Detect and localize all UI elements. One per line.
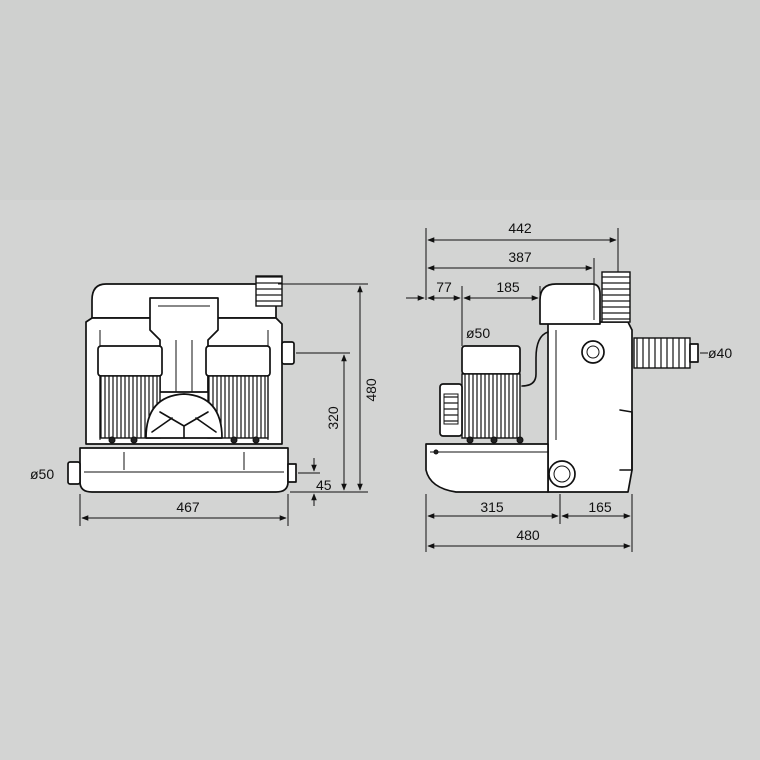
front-right-motor-cap <box>205 345 271 377</box>
side-total-depth-label: 480 <box>516 527 540 543</box>
background-top <box>0 0 760 200</box>
front-inlet-height-label: 320 <box>325 406 341 430</box>
side-top-hood <box>539 283 601 325</box>
side-motor-label: 185 <box>496 279 520 295</box>
front-left-outlet-pipe <box>67 461 81 485</box>
front-base-tank <box>79 447 289 493</box>
front-top-vent <box>255 275 283 307</box>
side-dimensions: 442 387 77 185 ø50 ø40 315 165 480 <box>406 220 732 552</box>
side-vent-pipe <box>633 337 691 369</box>
side-drain-nut <box>548 460 576 488</box>
front-left-motor-cap <box>97 345 163 377</box>
side-vent-diameter-label: ø40 <box>708 345 732 361</box>
front-view <box>67 275 297 493</box>
front-width-label: 467 <box>176 499 200 515</box>
front-impeller <box>145 393 223 439</box>
side-outlet-depth-label: 387 <box>508 249 532 265</box>
side-base-tank <box>425 443 549 493</box>
side-column-inlet <box>581 340 605 364</box>
side-base-rear-label: 165 <box>588 499 612 515</box>
front-outlet-height-label: 45 <box>316 477 332 493</box>
side-motor-cap <box>461 345 521 375</box>
side-motor-fins <box>461 373 521 439</box>
side-depth-top-label: 442 <box>508 220 532 236</box>
side-top-vent <box>601 271 631 323</box>
side-inlet-diameter-label: ø50 <box>466 325 490 341</box>
front-outlet-diameter-label: ø50 <box>30 466 54 482</box>
front-right-outlet-pipe <box>287 463 297 483</box>
side-offset-label: 77 <box>436 279 452 295</box>
side-small-valve-ribs <box>443 393 459 425</box>
front-dimensions: 467 480 320 45 ø50 <box>30 283 379 526</box>
side-base-front-label: 315 <box>480 499 504 515</box>
front-side-inlet <box>281 341 295 365</box>
side-view <box>425 271 699 493</box>
side-cable <box>521 331 549 387</box>
front-height-total-label: 480 <box>363 378 379 402</box>
